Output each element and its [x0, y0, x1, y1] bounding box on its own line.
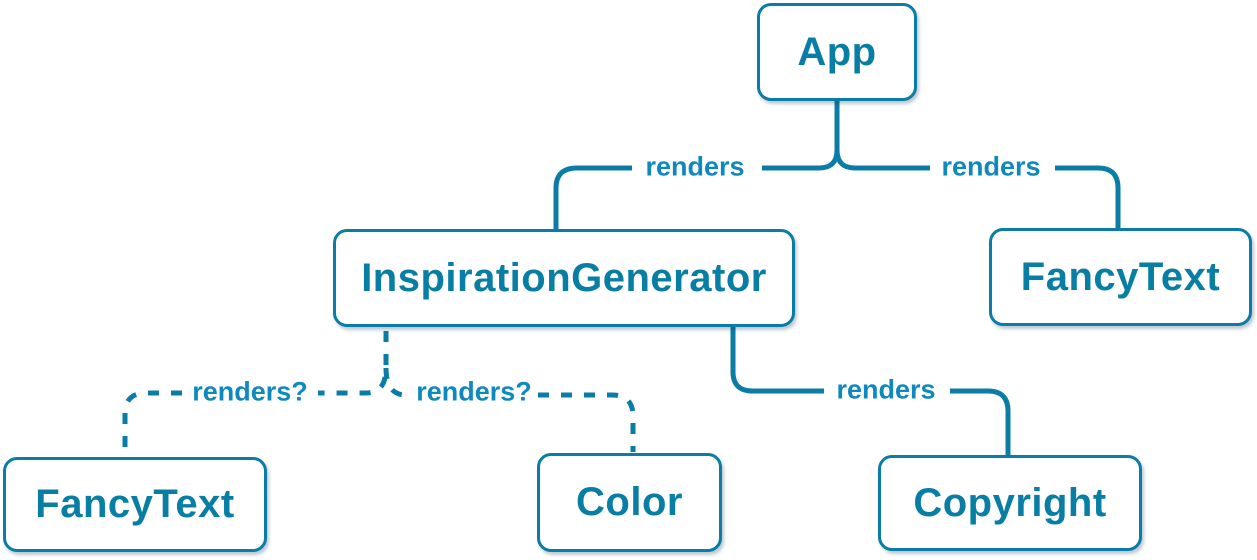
node-fancy-text-top: FancyText [989, 228, 1252, 326]
edge-app-fancytext [834, 149, 1121, 228]
edge-label-inspirationgenerator-copyright: renders [836, 374, 936, 405]
edge-label-app-inspirationgenerator: renders [645, 151, 745, 182]
node-app: App [757, 3, 917, 101]
edge-label-inspirationgenerator-fancytext: renders? [192, 376, 308, 407]
edge-label-app-fancytext: renders [941, 151, 1041, 182]
node-color: Color [537, 453, 722, 552]
edge-inspirationgenerator-color [383, 367, 636, 452]
edge-inspirationgenerator-copyright [730, 327, 1011, 455]
node-fancy-text-bottom: FancyText [3, 457, 267, 552]
node-copyright: Copyright [878, 455, 1142, 551]
node-inspiration-generator: InspirationGenerator [333, 229, 795, 327]
edge-label-inspirationgenerator-color: renders? [416, 376, 532, 407]
edge-inspirationgenerator-fancytext [122, 331, 389, 457]
